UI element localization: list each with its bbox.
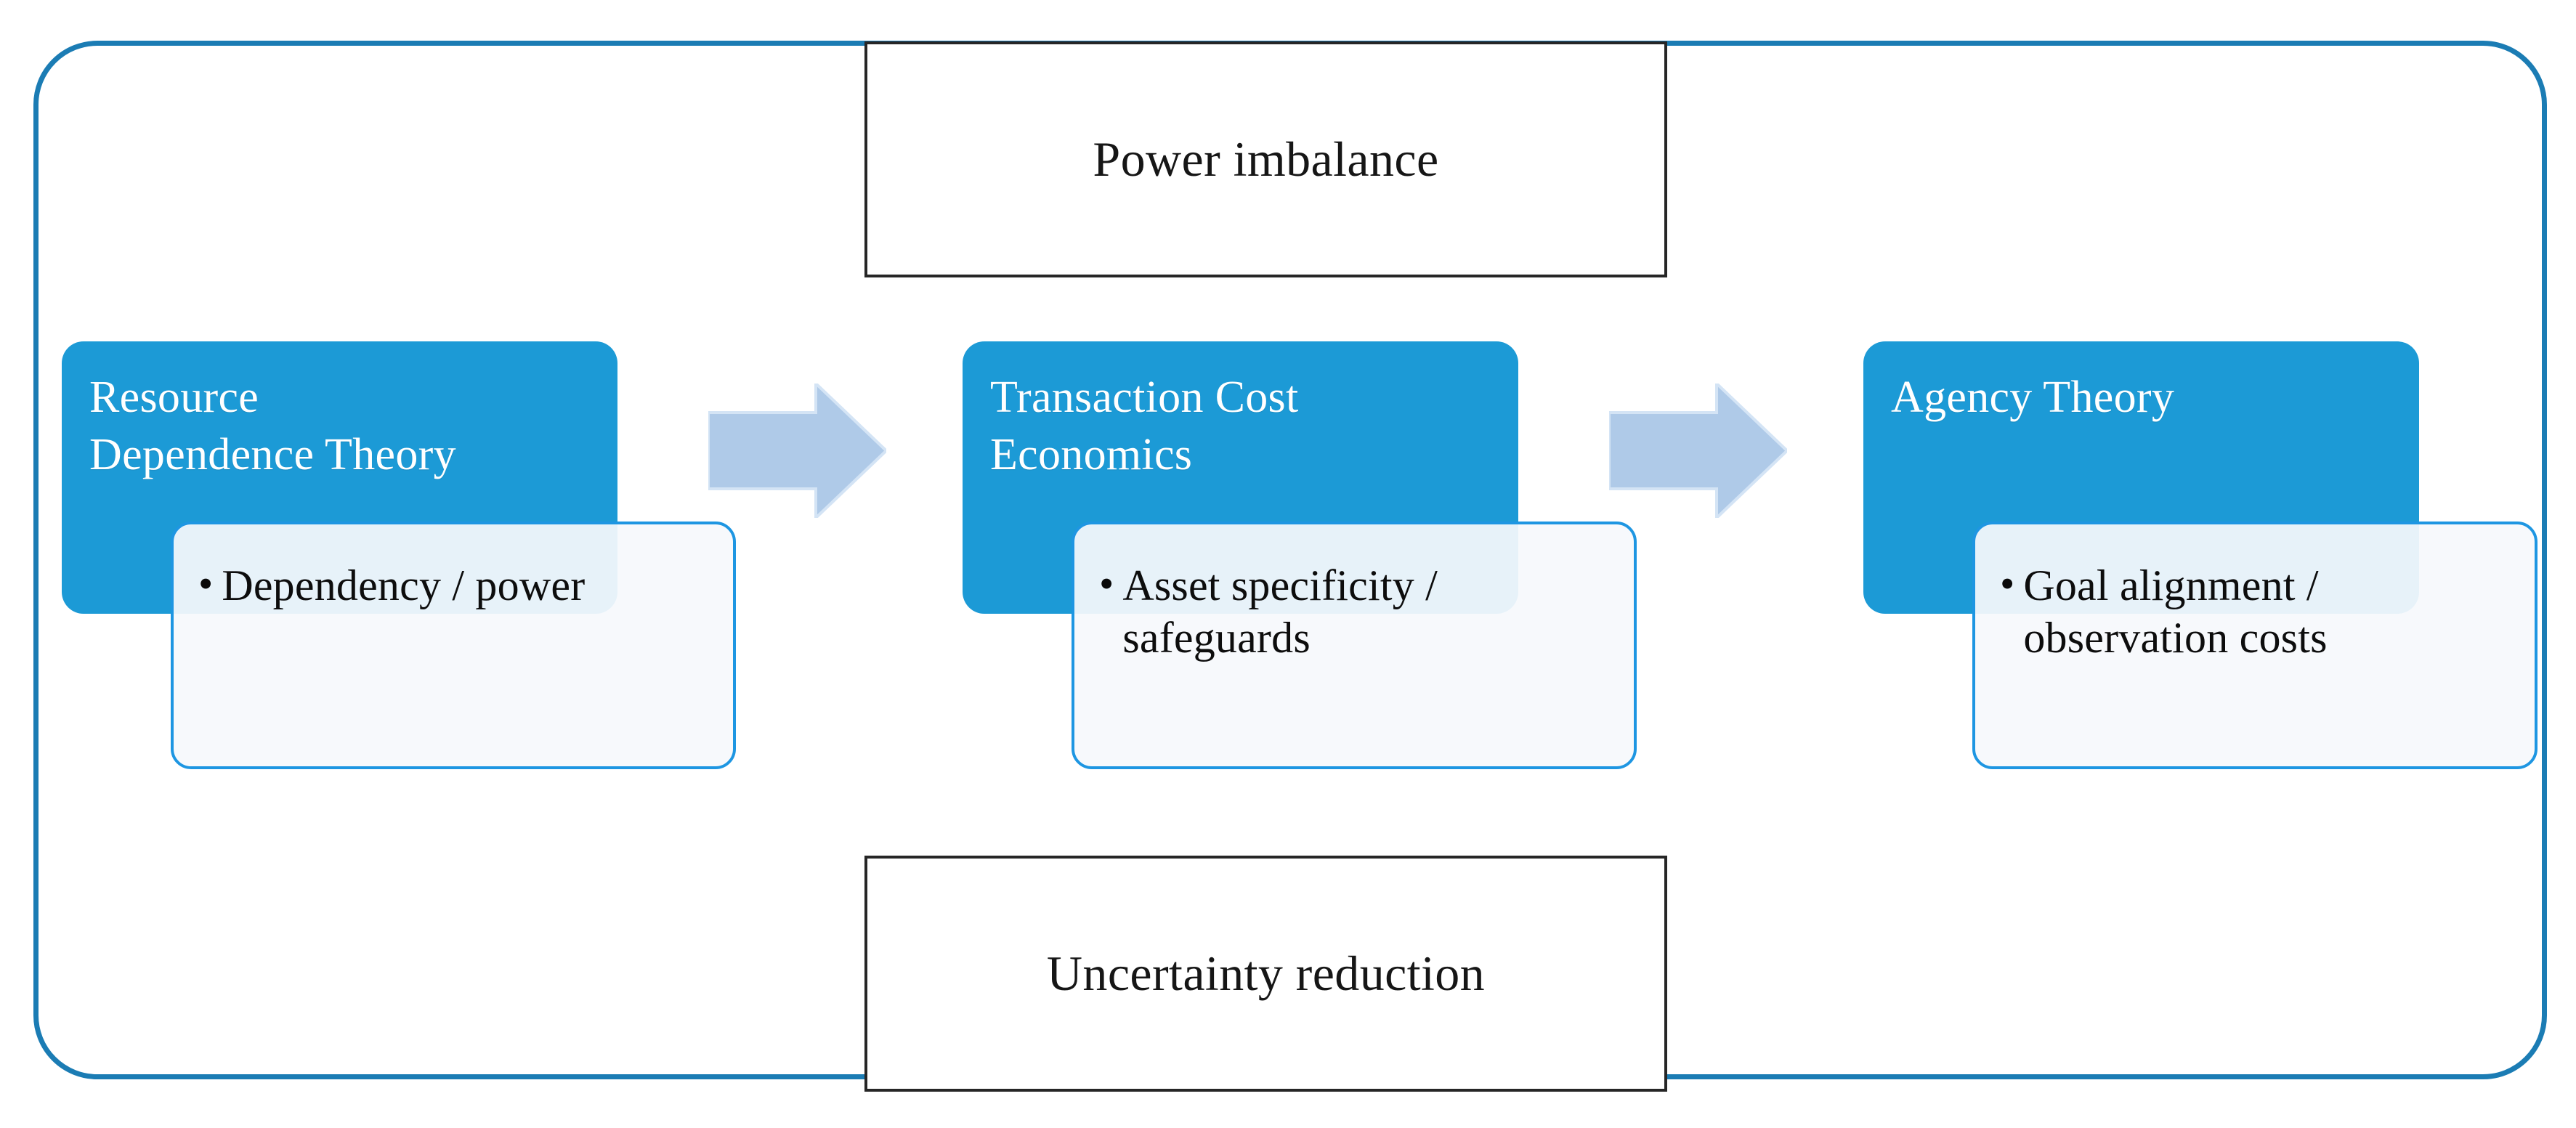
bullet-card-agency-theory[interactable]: • Goal alignment / observation costs <box>1972 522 2537 769</box>
list-item: • Asset specificity / safeguards <box>1099 559 1609 664</box>
uncertainty-reduction-label: Uncertainty reduction <box>1046 946 1486 1002</box>
bullet-text-transaction-cost-economics: Asset specificity / safeguards <box>1122 561 1438 662</box>
stage-title-resource-dependence-theory: Resource Dependence Theory <box>89 373 456 480</box>
bullet-card-transaction-cost-economics[interactable]: • Asset specificity / safeguards <box>1072 522 1637 769</box>
list-item: • Dependency / power <box>198 559 708 612</box>
list-item: • Goal alignment / observation costs <box>2000 559 2510 664</box>
arrow-right-icon-rdt-to-tce <box>707 380 888 522</box>
stage-title-agency-theory: Agency Theory <box>1891 373 2175 422</box>
bullet-marker-icon: • <box>198 560 214 607</box>
bullet-text-resource-dependence-theory: Dependency / power <box>222 561 586 609</box>
power-imbalance-label: Power imbalance <box>1093 131 1439 187</box>
bullet-text-agency-theory: Goal alignment / observation costs <box>2023 561 2328 662</box>
bullet-marker-icon: • <box>2000 560 2015 607</box>
bullet-marker-icon: • <box>1099 560 1114 607</box>
power-imbalance-box: Power imbalance <box>864 41 1667 277</box>
bullet-card-resource-dependence-theory[interactable]: • Dependency / power <box>171 522 736 769</box>
stage-title-transaction-cost-economics: Transaction Cost Economics <box>990 373 1299 480</box>
uncertainty-reduction-box: Uncertainty reduction <box>864 856 1667 1092</box>
arrow-right-icon-tce-to-at <box>1608 380 1789 522</box>
